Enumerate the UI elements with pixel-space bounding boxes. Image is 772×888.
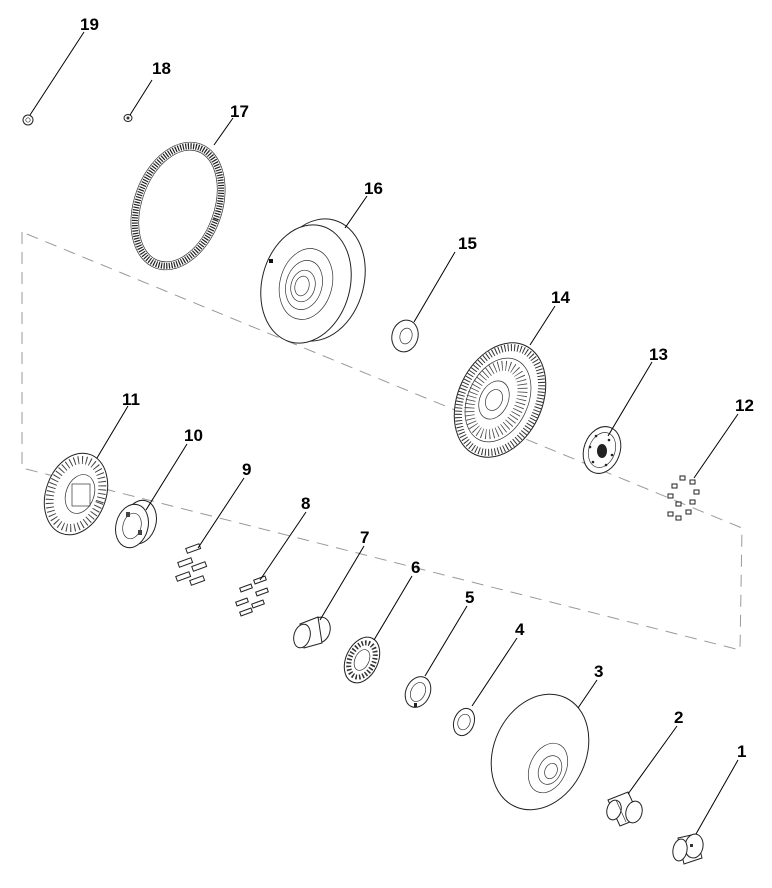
part-9-springs	[175, 543, 208, 586]
leader-18	[129, 79, 153, 116]
leader-6	[373, 575, 413, 641]
callout-3: 3	[594, 662, 603, 681]
leader-16	[344, 195, 368, 229]
callout-18: 18	[152, 59, 171, 78]
part-14-turbine	[453, 342, 547, 458]
leader-15	[413, 251, 456, 323]
callout-5: 5	[465, 588, 474, 607]
leader-2	[627, 725, 678, 795]
part-18-fastener	[123, 114, 133, 122]
leader-14	[529, 305, 556, 346]
callout-8: 8	[301, 494, 310, 513]
leader-3	[577, 679, 598, 709]
part-6-thrust-bearing	[343, 636, 381, 684]
callout-6: 6	[411, 558, 420, 577]
part-11-stator	[43, 452, 109, 536]
callout-12: 12	[735, 396, 754, 415]
leader-13	[607, 361, 653, 437]
part-7-bushing	[293, 616, 331, 649]
part-10-clutch-race	[115, 499, 157, 549]
callout-13: 13	[649, 345, 668, 364]
callout-9: 9	[242, 460, 251, 479]
part-2-hub-sleeve	[606, 791, 643, 827]
leader-17	[213, 117, 234, 146]
leader-19	[29, 31, 85, 116]
part-13-hub-plate	[582, 426, 622, 474]
part-15-washer	[391, 319, 419, 353]
callout-14: 14	[551, 288, 570, 307]
leader-10	[145, 443, 188, 511]
leader-8	[259, 511, 307, 581]
part-19-nut	[22, 114, 34, 126]
part-1-cap	[672, 833, 704, 865]
leader-11	[96, 405, 129, 459]
callout-4: 4	[515, 620, 525, 639]
callout-leaders	[29, 31, 739, 835]
part-8-rollers	[235, 575, 269, 617]
leader-1	[695, 759, 739, 835]
callout-1: 1	[737, 742, 746, 761]
part-12-bolts	[667, 475, 700, 521]
part-5-thrust-washer	[404, 676, 432, 708]
callout-17: 17	[230, 102, 249, 121]
callout-15: 15	[458, 234, 477, 253]
callout-19: 19	[80, 15, 99, 34]
callout-7: 7	[360, 528, 369, 547]
part-4-washer	[452, 707, 476, 737]
leader-4	[471, 637, 518, 707]
callout-labels: 19 18 17 16 15 14 13 12 11 10 9 8 7 6 5 …	[80, 15, 754, 761]
callout-11: 11	[122, 390, 140, 409]
part-16-cover	[260, 218, 366, 344]
assembly-group-outline	[21, 231, 743, 651]
leader-5	[424, 605, 468, 677]
callout-10: 10	[184, 426, 203, 445]
leader-12	[693, 413, 739, 479]
callout-16: 16	[364, 179, 383, 198]
callout-2: 2	[674, 708, 683, 727]
leader-7	[319, 545, 365, 621]
part-3-impeller-housing	[490, 693, 590, 811]
leader-9	[197, 477, 245, 549]
part-17-ring-gear	[130, 141, 226, 271]
